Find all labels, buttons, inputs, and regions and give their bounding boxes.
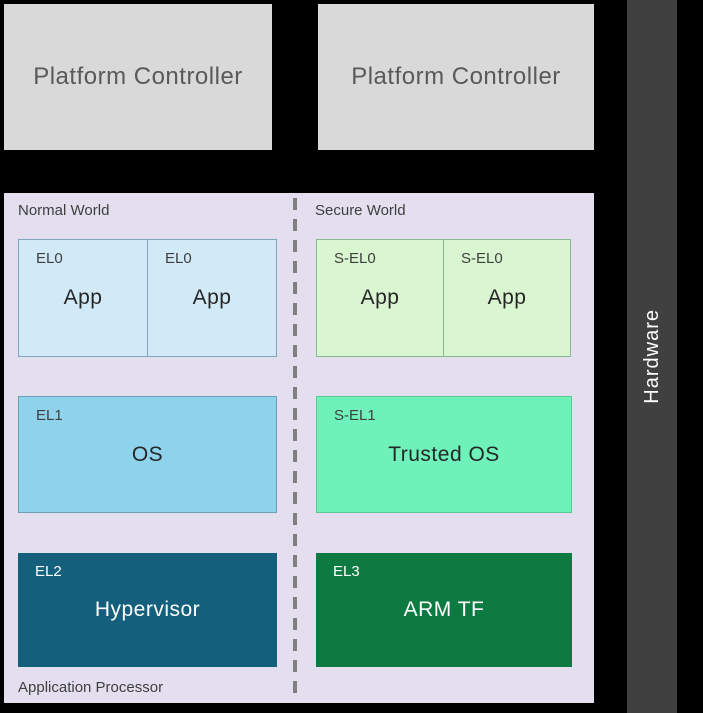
normal-el0-app-1-box: EL0 App bbox=[18, 239, 148, 357]
platform-controller-box-right: Platform Controller bbox=[318, 4, 594, 150]
component-name: App bbox=[192, 286, 232, 309]
exception-level-tag: S-EL0 bbox=[334, 250, 376, 267]
exception-level-tag: S-EL1 bbox=[334, 407, 376, 424]
application-processor-label: Application Processor bbox=[18, 679, 164, 696]
normal-el0-app-2-box: EL0 App bbox=[147, 239, 277, 357]
secure-sel0-app-1-box: S-EL0 App bbox=[316, 239, 444, 357]
normal-el1-os-box: EL1 OS bbox=[18, 396, 277, 513]
component-name: App bbox=[360, 286, 400, 309]
exception-level-tag: S-EL0 bbox=[461, 250, 503, 267]
component-name: App bbox=[487, 286, 527, 309]
hardware-bar: Hardware bbox=[627, 0, 677, 713]
component-name: Hypervisor bbox=[94, 598, 201, 621]
secure-sel1-trusted-os-box: S-EL1 Trusted OS bbox=[316, 396, 572, 513]
normal-el2-hypervisor-box: EL2 Hypervisor bbox=[18, 553, 277, 667]
component-name: App bbox=[63, 286, 103, 309]
component-name: OS bbox=[131, 442, 164, 466]
application-processor-box: Normal World Secure World EL0 App EL0 Ap… bbox=[4, 193, 594, 703]
platform-controller-box-left: Platform Controller bbox=[4, 4, 272, 150]
hardware-label: Hardware bbox=[640, 309, 663, 404]
secure-world-label: Secure World bbox=[315, 202, 406, 219]
exception-level-tag: EL0 bbox=[165, 250, 192, 267]
exception-level-tag: EL0 bbox=[36, 250, 63, 267]
platform-controller-right-label: Platform Controller bbox=[351, 63, 561, 90]
exception-level-tag: EL3 bbox=[333, 563, 360, 580]
platform-controller-left-label: Platform Controller bbox=[33, 63, 243, 90]
normal-world-label: Normal World bbox=[18, 202, 110, 219]
component-name: ARM TF bbox=[403, 598, 485, 621]
exception-level-tag: EL2 bbox=[35, 563, 62, 580]
secure-el3-arm-tf-box: EL3 ARM TF bbox=[316, 553, 572, 667]
exception-level-tag: EL1 bbox=[36, 407, 63, 424]
world-divider bbox=[293, 198, 297, 696]
component-name: Trusted OS bbox=[388, 442, 500, 466]
secure-sel0-app-2-box: S-EL0 App bbox=[443, 239, 571, 357]
